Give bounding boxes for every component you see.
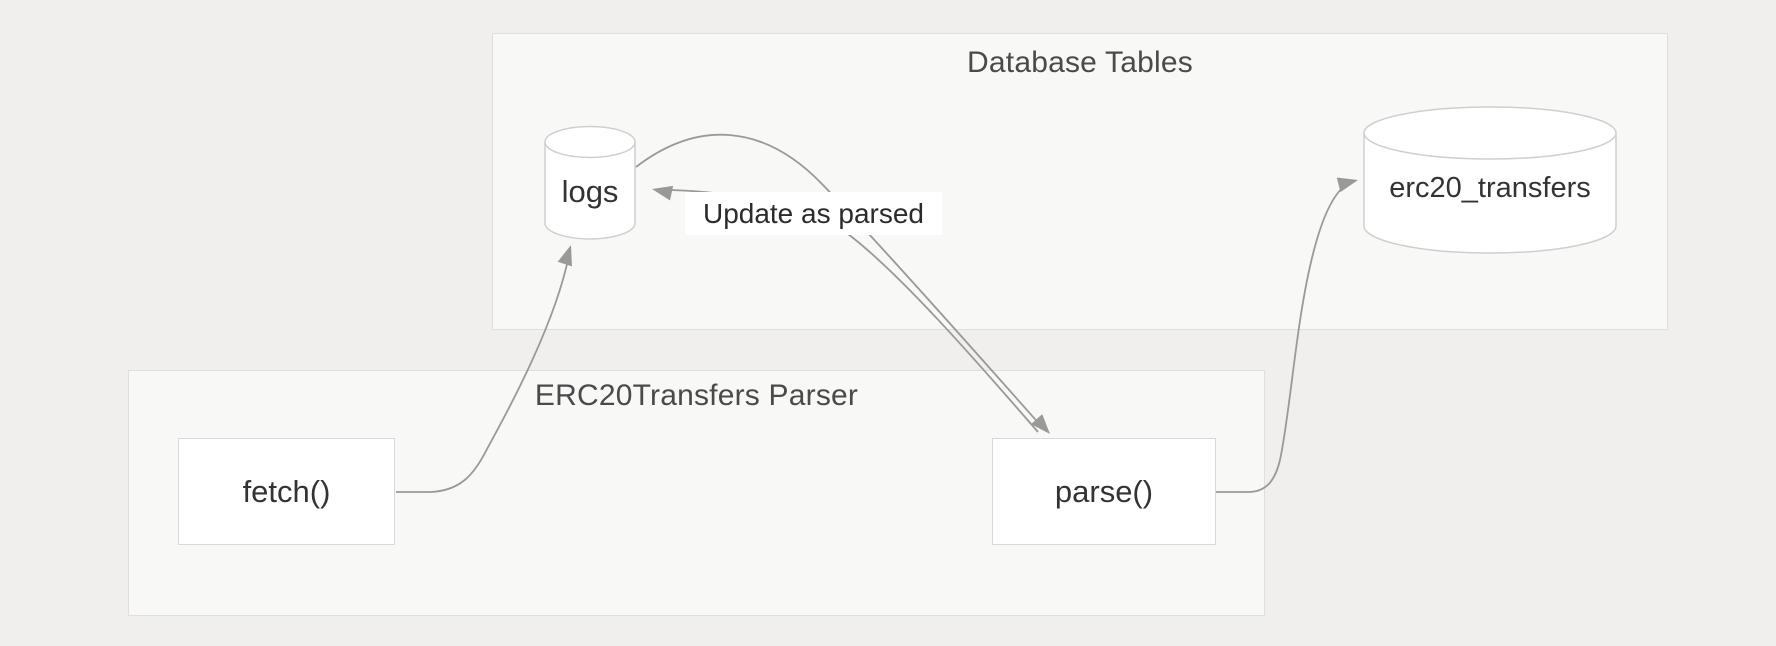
node-parse-label: parse()	[1054, 473, 1154, 509]
node-logs-label: logs	[561, 173, 619, 209]
database-cylinder-icon	[544, 125, 636, 240]
group-database-tables-title: Database Tables	[967, 46, 1193, 79]
node-logs: logs	[544, 125, 636, 240]
node-erc20-transfers: erc20_transfers	[1363, 105, 1617, 255]
node-parse: parse()	[992, 438, 1216, 545]
node-fetch-label: fetch()	[242, 473, 331, 509]
edge-label-update-as-parsed: Update as parsed	[685, 192, 942, 235]
node-erc20-transfers-label: erc20_transfers	[1389, 171, 1591, 204]
database-cylinder-icon	[1363, 106, 1617, 254]
group-erc20transfers-parser-title: ERC20Transfers Parser	[534, 379, 859, 412]
node-fetch: fetch()	[178, 438, 395, 545]
